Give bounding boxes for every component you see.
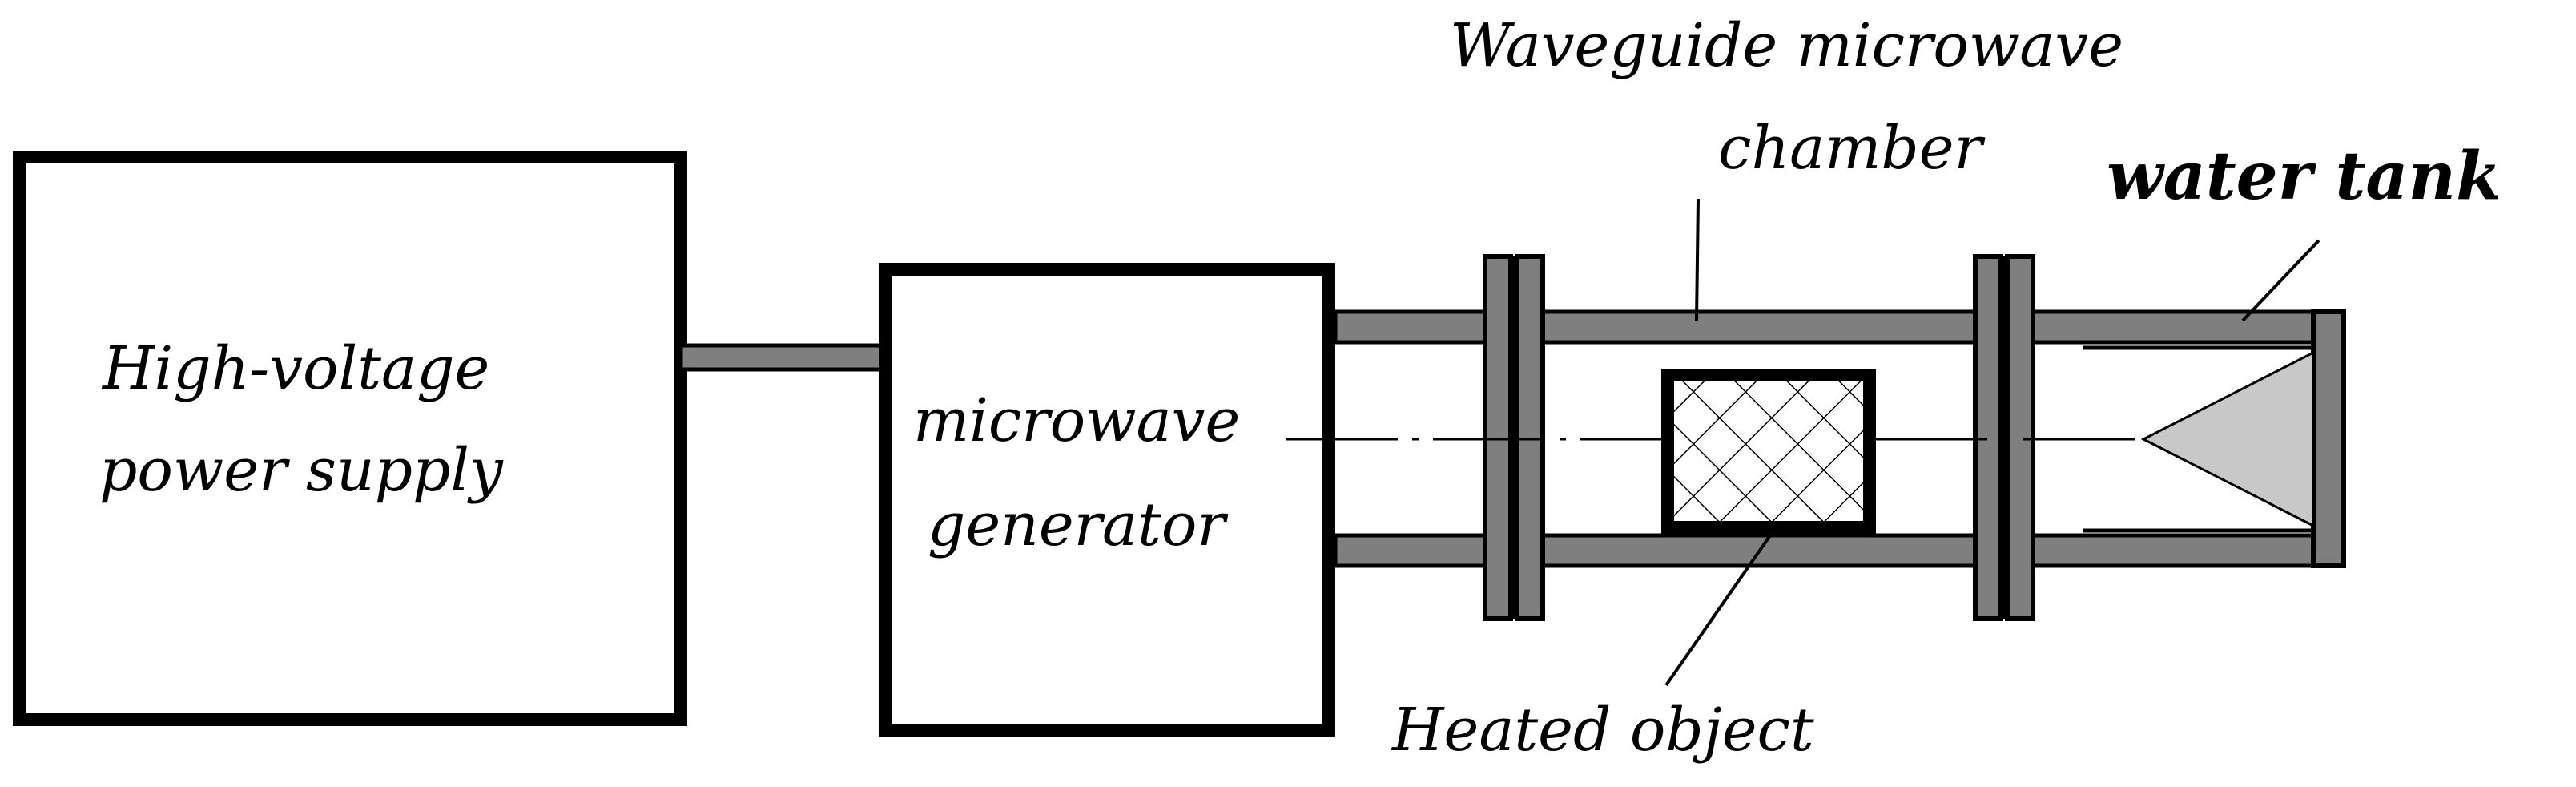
water-tank-label: water tank <box>2107 138 2502 215</box>
heated-object-label: Heated object <box>1391 696 1814 765</box>
chamber-label-line1: Waveguide microwave <box>1450 11 2123 80</box>
power-supply-box <box>13 151 687 726</box>
heated-object-hatch <box>1674 381 1863 521</box>
water-tank-end-plate <box>2311 309 2346 568</box>
power-connector <box>678 343 888 372</box>
chamber-leader-line <box>1695 198 1700 321</box>
heated-object-leader-line <box>1664 534 1772 687</box>
water-tank-leader-line <box>2241 239 2320 322</box>
water-tank-cone <box>2140 350 2315 528</box>
power-supply-label-line1: High-voltage <box>101 334 489 403</box>
flange-right <box>1973 254 2035 621</box>
chamber-label-line2: chamber <box>1718 114 1986 183</box>
power-supply-label-line2: power supply <box>99 436 504 505</box>
flange-left <box>1483 254 1545 621</box>
generator-label-line1: microwave <box>913 386 1240 455</box>
microwave-generator-box <box>879 263 1335 737</box>
generator-label-line2: generator <box>928 490 1229 559</box>
